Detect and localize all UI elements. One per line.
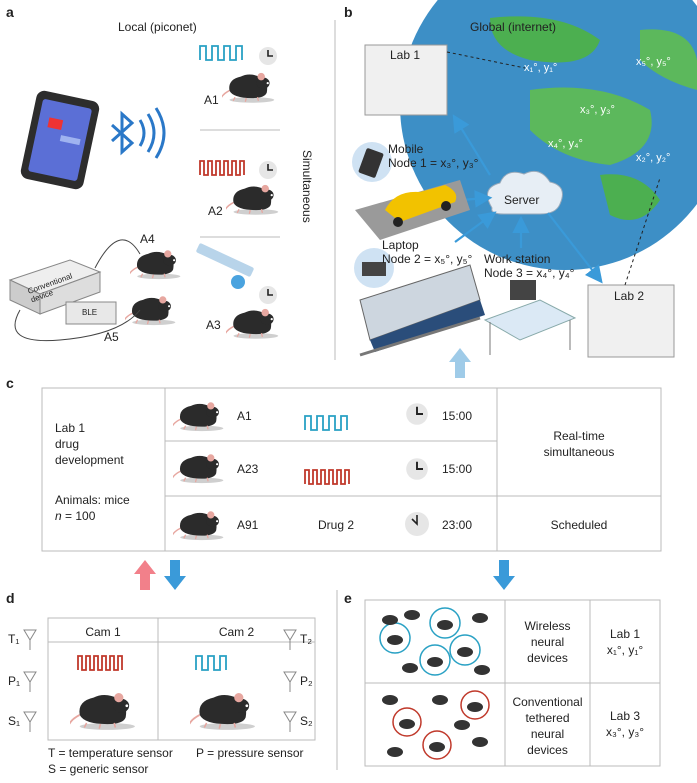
animal-label-a4: A4 xyxy=(140,232,155,246)
globe-point-3: x₃°, y₃° xyxy=(580,104,615,116)
server-label: Server xyxy=(504,193,540,207)
animals-label: Animals: mice xyxy=(55,493,130,507)
laptop-name: Laptop xyxy=(382,238,419,252)
stim-wave-a1 xyxy=(199,45,243,61)
mouse-a3 xyxy=(226,308,280,340)
tethered-desc: Conventional tethered neural devices xyxy=(512,695,583,757)
animal-label-a3: A3 xyxy=(206,318,221,332)
globe-point-4: x₄°, y₄° xyxy=(548,138,583,150)
drug-delivery-icon xyxy=(196,243,254,289)
realtime-label: Real-time simultaneous xyxy=(543,429,615,459)
train-icon xyxy=(354,248,485,357)
panel-label-c: c xyxy=(6,375,14,391)
workstation-node: Node 3 = x₄°, y₄° xyxy=(484,266,575,280)
mouse-cam2 xyxy=(190,692,256,731)
laptop-node: Node 2 = x₅°, y₅° xyxy=(382,252,473,266)
wireless-desc: Wireless neural devices xyxy=(524,619,571,665)
mobile-name: Mobile xyxy=(388,142,424,156)
panel-label-e: e xyxy=(344,590,352,606)
mouse-a1 xyxy=(222,72,276,104)
time-row2: 15:00 xyxy=(442,462,473,476)
legend-t: T = temperature sensor xyxy=(48,746,173,760)
animal-label-a5: A5 xyxy=(104,330,119,344)
time-row3: 23:00 xyxy=(442,518,473,532)
globe-icon xyxy=(400,0,697,270)
time-row1: 15:00 xyxy=(442,409,473,423)
stim-wave-c2 xyxy=(304,469,350,485)
panel-b xyxy=(352,0,697,358)
animal-label-a2: A2 xyxy=(208,204,223,218)
down-arrow xyxy=(164,560,186,590)
workstation-name: Work station xyxy=(484,252,551,266)
n-label: n = 100 xyxy=(55,509,96,523)
lab-description: Lab 1 drug development xyxy=(55,421,124,467)
panel-label-a: a xyxy=(6,4,14,20)
globe-point-5: x₅°, y₅° xyxy=(636,56,671,68)
sensor-p1: P₁ xyxy=(8,674,21,688)
animal-a91-c: A91 xyxy=(237,518,259,532)
sensor-s1: S₁ xyxy=(8,714,21,728)
panel-label-b: b xyxy=(344,4,353,20)
lab1-location: Lab 1 x₁°, y₁° xyxy=(606,627,644,657)
mouse-a5 xyxy=(125,295,177,326)
ble-module-icon xyxy=(65,301,117,325)
clock-icon xyxy=(405,457,429,481)
animal-a1-c: A1 xyxy=(237,409,252,423)
stim-wave-c1 xyxy=(304,415,348,431)
mouse-cam1 xyxy=(70,692,136,731)
panel-b-title: Global (internet) xyxy=(470,20,557,34)
mouse-a2 xyxy=(226,184,280,216)
animal-label-a1: A1 xyxy=(204,93,219,107)
sensor-t2: T₂ xyxy=(300,632,312,646)
conventional-device-icon xyxy=(8,259,102,315)
globe-point-1: x₁°, y₁° xyxy=(524,62,558,74)
workstation-icon xyxy=(483,280,577,355)
panel-c-table xyxy=(41,387,662,552)
clock-icon xyxy=(405,512,429,536)
panel-a-title: Local (piconet) xyxy=(118,20,197,34)
tethered-device-rings xyxy=(392,690,490,760)
animal-a23-c: A23 xyxy=(237,462,259,476)
globe-point-2: x₂°, y₂° xyxy=(636,152,671,164)
clock-icon xyxy=(258,285,278,305)
clock-icon xyxy=(405,402,429,426)
drug-label: Drug 2 xyxy=(318,518,355,532)
legend-p: P = pressure sensor xyxy=(196,746,304,760)
simultaneous-label: Simultaneous xyxy=(300,150,314,223)
scheduled-label: Scheduled xyxy=(550,518,608,532)
sensor-t1: T₁ xyxy=(8,632,20,646)
stim-wave-a2 xyxy=(199,160,245,176)
panel-label-d: d xyxy=(6,590,15,606)
bluetooth-icon xyxy=(110,107,166,159)
cam1-label: Cam 1 xyxy=(85,625,121,639)
up-arrow xyxy=(449,348,471,378)
panel-d xyxy=(23,617,316,741)
lab1-box xyxy=(364,44,448,116)
mouse-a23-c xyxy=(173,453,225,484)
down-arrow xyxy=(493,560,515,590)
sensor-s2: S₂ xyxy=(300,714,313,728)
smartphone-icon xyxy=(20,90,100,190)
lab1-label: Lab 1 xyxy=(390,48,421,62)
lab2-label: Lab 2 xyxy=(614,289,645,303)
mobile-node: Node 1 = x₃°, y₃° xyxy=(388,156,479,170)
lab3-location: Lab 3 x₃°, y₃° xyxy=(605,709,645,739)
panel-a xyxy=(8,20,336,360)
mouse-a1-c xyxy=(173,401,225,432)
car-icon xyxy=(352,142,470,240)
server-cloud xyxy=(487,170,563,215)
clock-icon xyxy=(258,160,278,180)
lab2-box xyxy=(587,284,675,358)
panel-e xyxy=(336,590,661,770)
mouse-a91-c xyxy=(173,510,225,541)
mice-group xyxy=(382,610,490,757)
legend-s: S = generic sensor xyxy=(48,762,149,776)
mouse-a4 xyxy=(130,249,182,280)
sensor-p2: P₂ xyxy=(300,674,313,688)
up-arrow-red xyxy=(134,560,156,590)
ble-label: BLE xyxy=(82,308,98,317)
clock-icon xyxy=(258,46,278,66)
cam2-label: Cam 2 xyxy=(218,625,255,639)
